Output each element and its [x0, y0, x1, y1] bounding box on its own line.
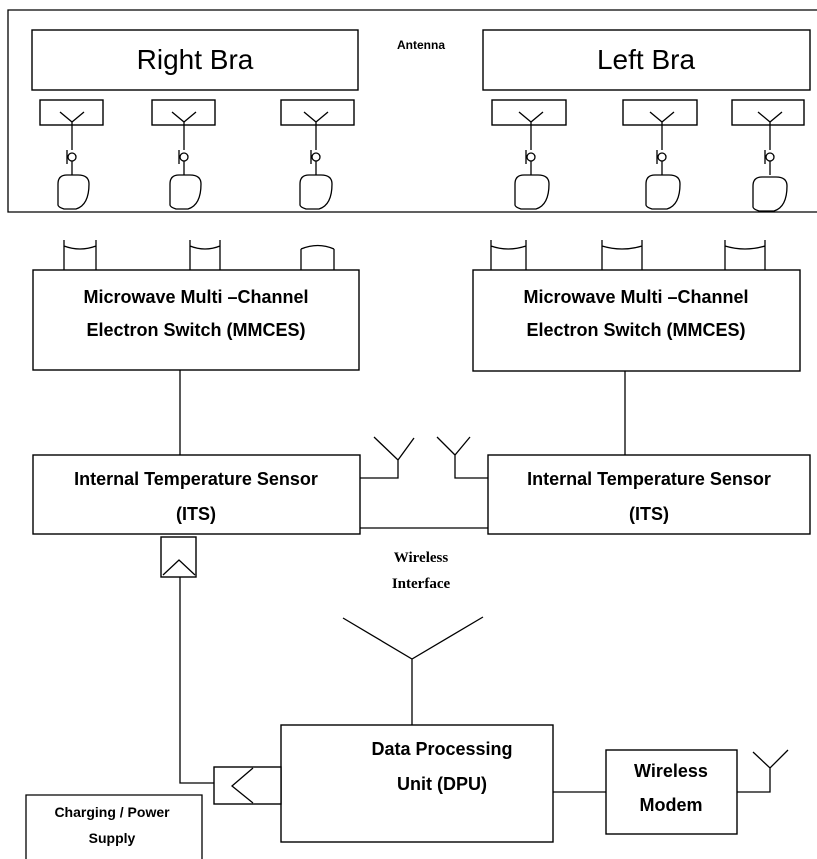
left-mmces-block: Microwave Multi –Channel Electron Switch… [472, 269, 801, 372]
left-mmces-box [472, 269, 801, 372]
probe-cup-icon [57, 174, 90, 210]
right-mmces-label-line2: Electron Switch (MMCES) [86, 320, 305, 340]
probe-cup-icon [752, 176, 788, 212]
left-bra-sensor-3 [731, 99, 805, 212]
sensor-mount-box [622, 99, 698, 126]
modem-box [605, 749, 738, 835]
receptacle-icon [189, 240, 221, 270]
coupler-stem [178, 150, 185, 175]
left-bra-box [482, 29, 811, 91]
receptacle-icon [63, 240, 97, 270]
modem-label-line2: Modem [640, 795, 703, 815]
left-its-label-line2: (ITS) [629, 504, 669, 524]
right-its-label-line2: (ITS) [176, 504, 216, 524]
right-bra-label: Right Bra [137, 44, 254, 75]
connector-plug-icon [162, 559, 196, 576]
probe-cup-icon [299, 174, 333, 210]
right-bra-box [31, 29, 359, 91]
coupler-icon [67, 152, 77, 162]
left-bra-label: Left Bra [597, 44, 695, 75]
modem-antenna-icon [737, 749, 789, 793]
antenna-icon [757, 111, 783, 150]
right-bra-sensor-1 [39, 99, 104, 210]
left-mmces-label-line2: Electron Switch (MMCES) [526, 320, 745, 340]
coupler-icon [765, 152, 775, 162]
dpu-box [280, 724, 554, 843]
its-dpu-connector [179, 577, 214, 784]
coupler-icon [526, 152, 536, 162]
right-bra-block: Right Bra [31, 29, 359, 91]
left-its-block: Internal Temperature Sensor (ITS) [487, 454, 811, 535]
modem-label-line1: Wireless [634, 761, 708, 781]
right-mmces-block: Microwave Multi –Channel Electron Switch… [32, 269, 360, 371]
power-supply-label-line1: Charging / Power [54, 804, 170, 820]
wireless-modem-block: Wireless Modem [605, 749, 738, 835]
left-bra-sensor-1 [491, 99, 567, 210]
power-supply-box [25, 794, 203, 859]
dpu-antenna-icon [342, 616, 484, 725]
antenna-icon [59, 111, 85, 150]
left-its-antenna-icon [436, 436, 488, 479]
wireless-interface-label-line2: Interface [392, 576, 451, 592]
receptacle-icon [601, 240, 643, 270]
left-bra-block: Left Bra [482, 29, 811, 91]
coupler-icon [657, 152, 667, 162]
receptacle-icon [724, 240, 766, 270]
right-its-block: Internal Temperature Sensor (ITS) [32, 454, 361, 535]
probe-cup-icon [645, 174, 681, 210]
its-connector-plug [160, 536, 197, 578]
dpu-label-line1: Data Processing [371, 739, 512, 759]
left-its-box [487, 454, 811, 535]
dpu-input-port [213, 766, 282, 805]
antenna-icon [171, 111, 197, 150]
coupler-icon [179, 152, 189, 162]
left-mmces-receptacles [490, 240, 766, 270]
receptacle-icon [300, 244, 335, 270]
antenna-icon [649, 111, 675, 150]
antenna-icon [303, 111, 329, 150]
sensor-mount-box [491, 99, 567, 126]
dpu-label-line2: Unit (DPU) [397, 774, 487, 794]
right-mmces-receptacles [63, 240, 335, 270]
power-supply-label-line2: Supply [89, 830, 136, 846]
coupler-icon [311, 152, 321, 162]
coupler-stem [656, 150, 663, 175]
dpu-block: Data Processing Unit (DPU) [280, 724, 554, 843]
dpu-port-icon [230, 767, 254, 804]
right-its-box [32, 454, 361, 535]
bra-enclosure [7, 9, 817, 213]
wireless-interface-label-line1: Wireless [394, 550, 449, 566]
antenna-label: Antenna [397, 38, 445, 52]
sensor-mount-box [731, 99, 805, 126]
right-mmces-box [32, 269, 360, 371]
left-bra-sensor-2 [622, 99, 698, 210]
receptacle-icon [490, 240, 527, 270]
left-mmces-label-line1: Microwave Multi –Channel [523, 287, 748, 307]
probe-cup-icon [169, 174, 202, 210]
antenna-icon [518, 111, 544, 150]
right-its-label-line1: Internal Temperature Sensor [74, 469, 318, 489]
probe-cup-icon [514, 174, 550, 210]
coupler-stem [66, 150, 73, 175]
coupler-stem [525, 150, 532, 175]
coupler-stem [764, 150, 771, 175]
right-bra-sensor-3 [280, 99, 355, 210]
right-bra-sensor-2 [151, 99, 216, 210]
power-supply-block: Charging / Power Supply [25, 794, 203, 859]
right-its-antenna-icon [360, 436, 415, 479]
right-mmces-label-line1: Microwave Multi –Channel [83, 287, 308, 307]
coupler-stem [310, 150, 317, 175]
left-its-label-line1: Internal Temperature Sensor [527, 469, 771, 489]
